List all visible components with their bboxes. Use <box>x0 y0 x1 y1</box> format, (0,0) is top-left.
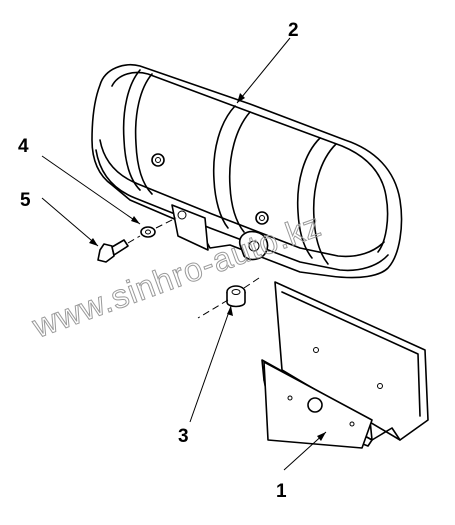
callout-part-4: 4 <box>18 136 29 157</box>
mounting-bracket <box>261 281 429 449</box>
callout-part-5: 5 <box>20 190 31 211</box>
bushing <box>226 285 246 308</box>
callout-part-3: 3 <box>178 426 189 447</box>
leader-arrowheads <box>89 93 326 441</box>
callout-part-2: 2 <box>288 20 299 41</box>
bolt <box>97 239 129 263</box>
assembly-center-lines <box>127 217 263 319</box>
washer <box>140 226 156 238</box>
light-bar-housing <box>91 64 403 279</box>
callout-part-1: 1 <box>276 481 287 502</box>
